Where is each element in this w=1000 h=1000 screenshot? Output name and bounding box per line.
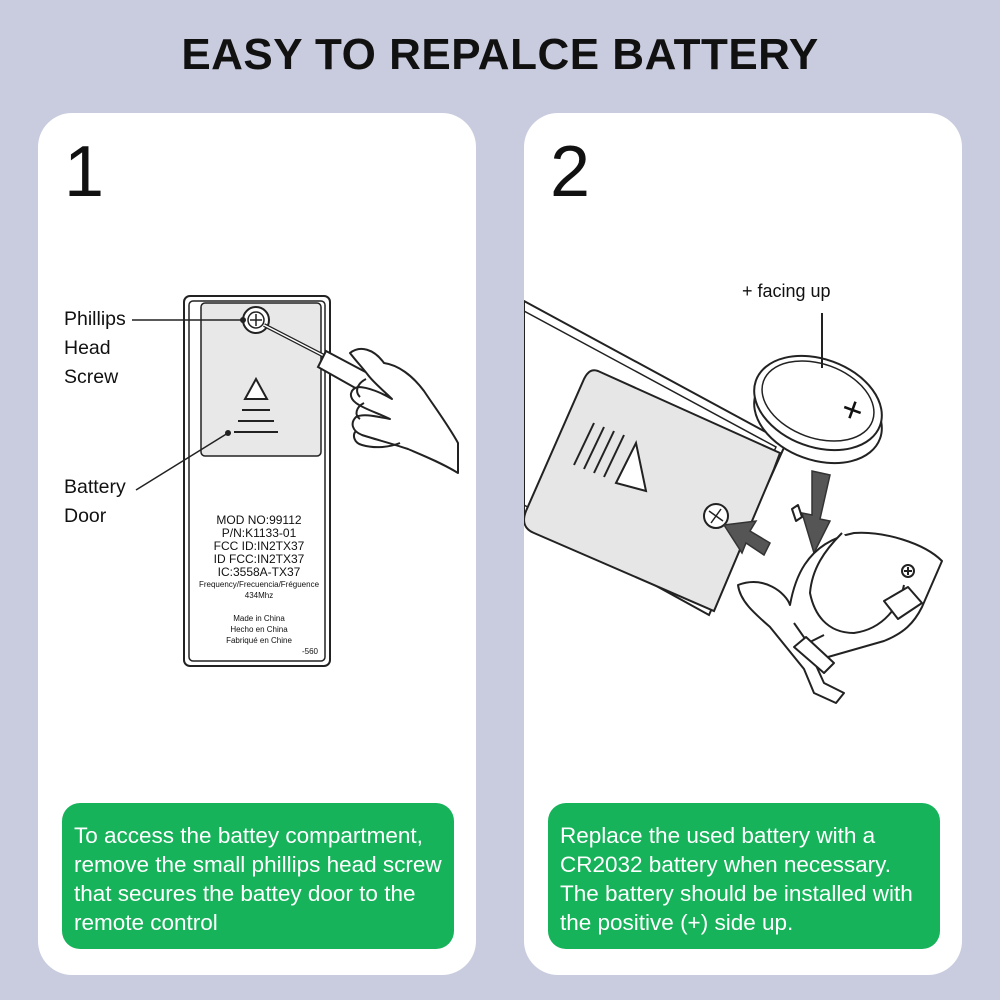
made-in-china: Made in China xyxy=(233,614,285,623)
mod-number: MOD NO:99112 xyxy=(216,513,302,527)
step-1-number: 1 xyxy=(64,132,105,212)
frequency-value: 434Mhz xyxy=(244,591,274,600)
ic-number: IC:3558A-TX37 xyxy=(217,565,301,579)
fcc-id: FCC ID:IN2TX37 xyxy=(213,539,305,553)
step-2-card: 2 xyxy=(524,113,962,975)
step-1-caption: To access the battey compartment, remove… xyxy=(62,803,454,949)
battery-replace-illustration xyxy=(524,299,943,704)
phillips-screw-icon xyxy=(242,306,270,334)
battery-door xyxy=(524,369,782,613)
page-title: EASY TO REPALCE BATTERY xyxy=(181,30,819,79)
fabrique-en-chine: Fabriqué en Chine xyxy=(226,636,292,645)
id-fcc: ID FCC:IN2TX37 xyxy=(213,552,305,566)
arrow-icon xyxy=(722,520,771,557)
label-battery-door: Battery Door xyxy=(64,476,126,527)
coin-battery-icon xyxy=(753,354,883,465)
part-number: P/N:K1133-01 xyxy=(221,526,297,540)
down-arrow-icon xyxy=(800,470,832,556)
remote-label-text: MOD NO:99112 P/N:K1133-01 FCC ID:IN2TX37… xyxy=(184,514,334,657)
step-2-caption: Replace the used battery with a CR2032 b… xyxy=(548,803,940,949)
triangle-icon xyxy=(243,376,269,400)
label-phillips-head-screw: Phillips Head Screw xyxy=(64,308,126,388)
triangle-icon xyxy=(614,439,648,493)
screw-icon xyxy=(703,503,729,529)
hand-icon xyxy=(349,347,459,474)
remote-back-illustration xyxy=(132,295,459,667)
label-facing-up: + facing up xyxy=(742,281,831,301)
hecho-en-china: Hecho en China xyxy=(230,625,288,634)
step-2-number: 2 xyxy=(550,132,591,212)
model-code: -560 xyxy=(301,647,318,656)
step-1-card: 1 xyxy=(38,113,476,975)
frequency-label: Frequency/Frecuencia/Fréguence xyxy=(198,580,320,589)
battery-door xyxy=(200,302,322,457)
battery-holder-icon xyxy=(737,504,943,704)
